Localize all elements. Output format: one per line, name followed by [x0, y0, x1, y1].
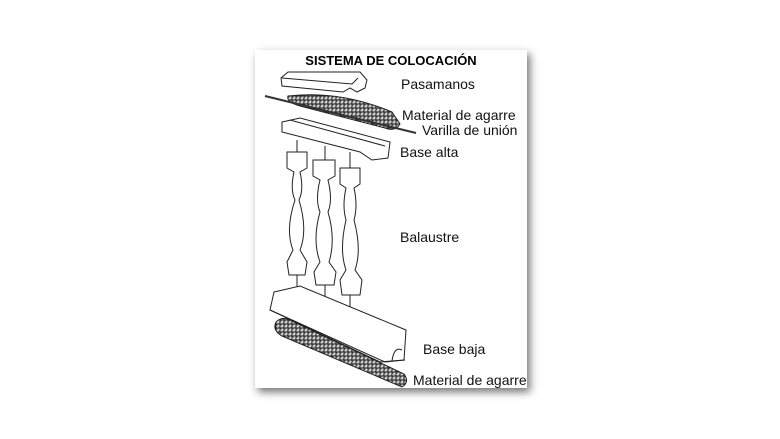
label-balaustre: Balaustre	[400, 229, 460, 245]
grip-material-bottom	[274, 317, 408, 388]
diagram-title: SISTEMA DE COLOCACIÓN	[305, 53, 477, 68]
label-pasamanos: Pasamanos	[401, 76, 475, 92]
label-material-agarre-bottom: Material de agarre	[413, 372, 527, 388]
handrail-part	[280, 71, 368, 93]
balusters	[286, 140, 363, 308]
upper-base-part	[281, 117, 391, 161]
label-varilla-union: Varilla de unión	[422, 122, 518, 138]
label-base-alta: Base alta	[400, 144, 459, 160]
lower-base-part	[269, 285, 407, 363]
label-base-baja: Base baja	[423, 341, 486, 357]
joining-rod	[264, 95, 417, 134]
label-material-agarre-top: Material de agarre	[402, 107, 516, 123]
